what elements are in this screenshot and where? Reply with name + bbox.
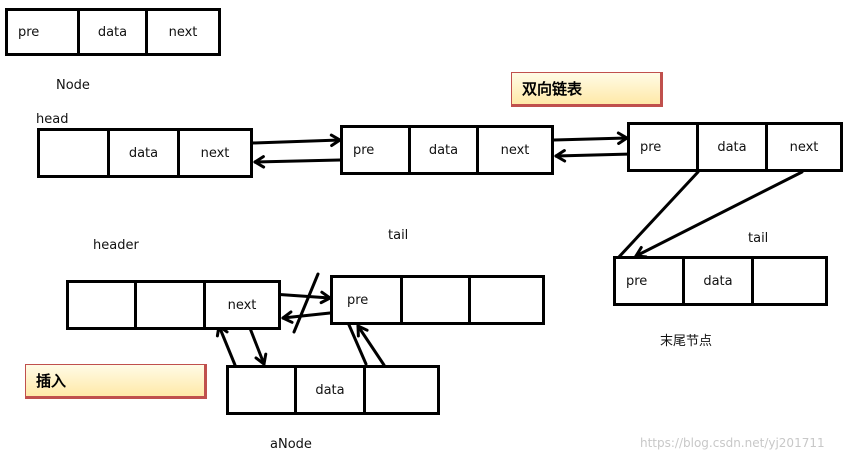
arrow-middle-to-head [253, 158, 342, 164]
arrow-anode-to-target [356, 324, 386, 367]
legend-node-next-cell: next [168, 24, 198, 40]
arrow-middle-to-right-head-1 [616, 131, 629, 140]
anode-node: data [226, 365, 440, 415]
head-node-pre-cell [40, 131, 110, 175]
last-node-pre-cell: pre [616, 259, 685, 303]
anode-label: aNode [270, 437, 312, 452]
insert-callout: 插入 [25, 364, 207, 399]
right-node: pre data next [627, 122, 843, 172]
arrow-target-to-header [281, 311, 332, 320]
arrow-head-to-middle-head-1 [329, 133, 342, 142]
header-node: next [66, 280, 281, 330]
arrow-target-to-header-head-1 [281, 316, 294, 324]
legend-node-data-cell: data [80, 11, 148, 53]
arrow-header-to-target-head-1 [320, 290, 332, 300]
head-node: data next [37, 128, 253, 178]
tail-label-middle: tail [388, 228, 409, 243]
arrow-right-to-last-a [616, 170, 700, 260]
node-label: Node [56, 78, 90, 93]
header-node-pre-cell [69, 283, 137, 327]
target-node-pre-cell: pre [333, 278, 403, 322]
arrow-middle-to-head-head-1 [253, 160, 266, 169]
middle-node: pre data next [340, 125, 554, 175]
last-node-data-cell: data [685, 259, 754, 303]
anode-next-cell [366, 368, 437, 412]
last-node: pre data [613, 256, 828, 306]
middle-node-data-cell: data [411, 128, 479, 172]
header-node-data-cell [137, 283, 206, 327]
target-node: pre [330, 275, 545, 325]
middle-node-next-cell: next [500, 142, 530, 158]
header-label: header [93, 238, 139, 253]
arrow-middle-to-right [552, 136, 629, 142]
right-node-next-cell: next [789, 139, 819, 155]
arrow-header-to-anode-head-1 [262, 352, 268, 366]
legend-node: pre data next [5, 8, 221, 56]
anode-pre-cell [229, 368, 297, 412]
arrow-right-to-middle [554, 152, 634, 158]
head-node-data-cell: data [110, 131, 180, 175]
header-node-next-cell: next [227, 297, 257, 313]
tail-label-right: tail [748, 231, 769, 246]
right-node-data-cell: data [699, 125, 768, 169]
arrow-right-to-middle-head-1 [554, 154, 567, 163]
anode-data-cell: data [297, 368, 366, 412]
legend-node-pre-cell: pre [8, 11, 80, 53]
last-node-empty-cell [754, 259, 825, 303]
head-node-next-cell: next [200, 145, 230, 161]
arrow-right-to-last-b [634, 170, 804, 258]
middle-node-pre-cell: pre [343, 128, 411, 172]
arrow-cross [292, 272, 320, 334]
target-node-data-cell [403, 278, 471, 322]
doubly-linked-list-callout: 双向链表 [511, 72, 663, 107]
target-node-next-cell [471, 278, 542, 322]
arrow-target-to-anode [344, 316, 368, 366]
arrow-head-to-middle [251, 138, 342, 145]
right-node-pre-cell: pre [630, 125, 699, 169]
last-node-label: 末尾节点 [660, 334, 713, 349]
head-label: head [36, 112, 69, 127]
watermark: https://blog.csdn.net/yj201711 [640, 436, 825, 450]
arrow-anode-to-header [217, 324, 237, 367]
